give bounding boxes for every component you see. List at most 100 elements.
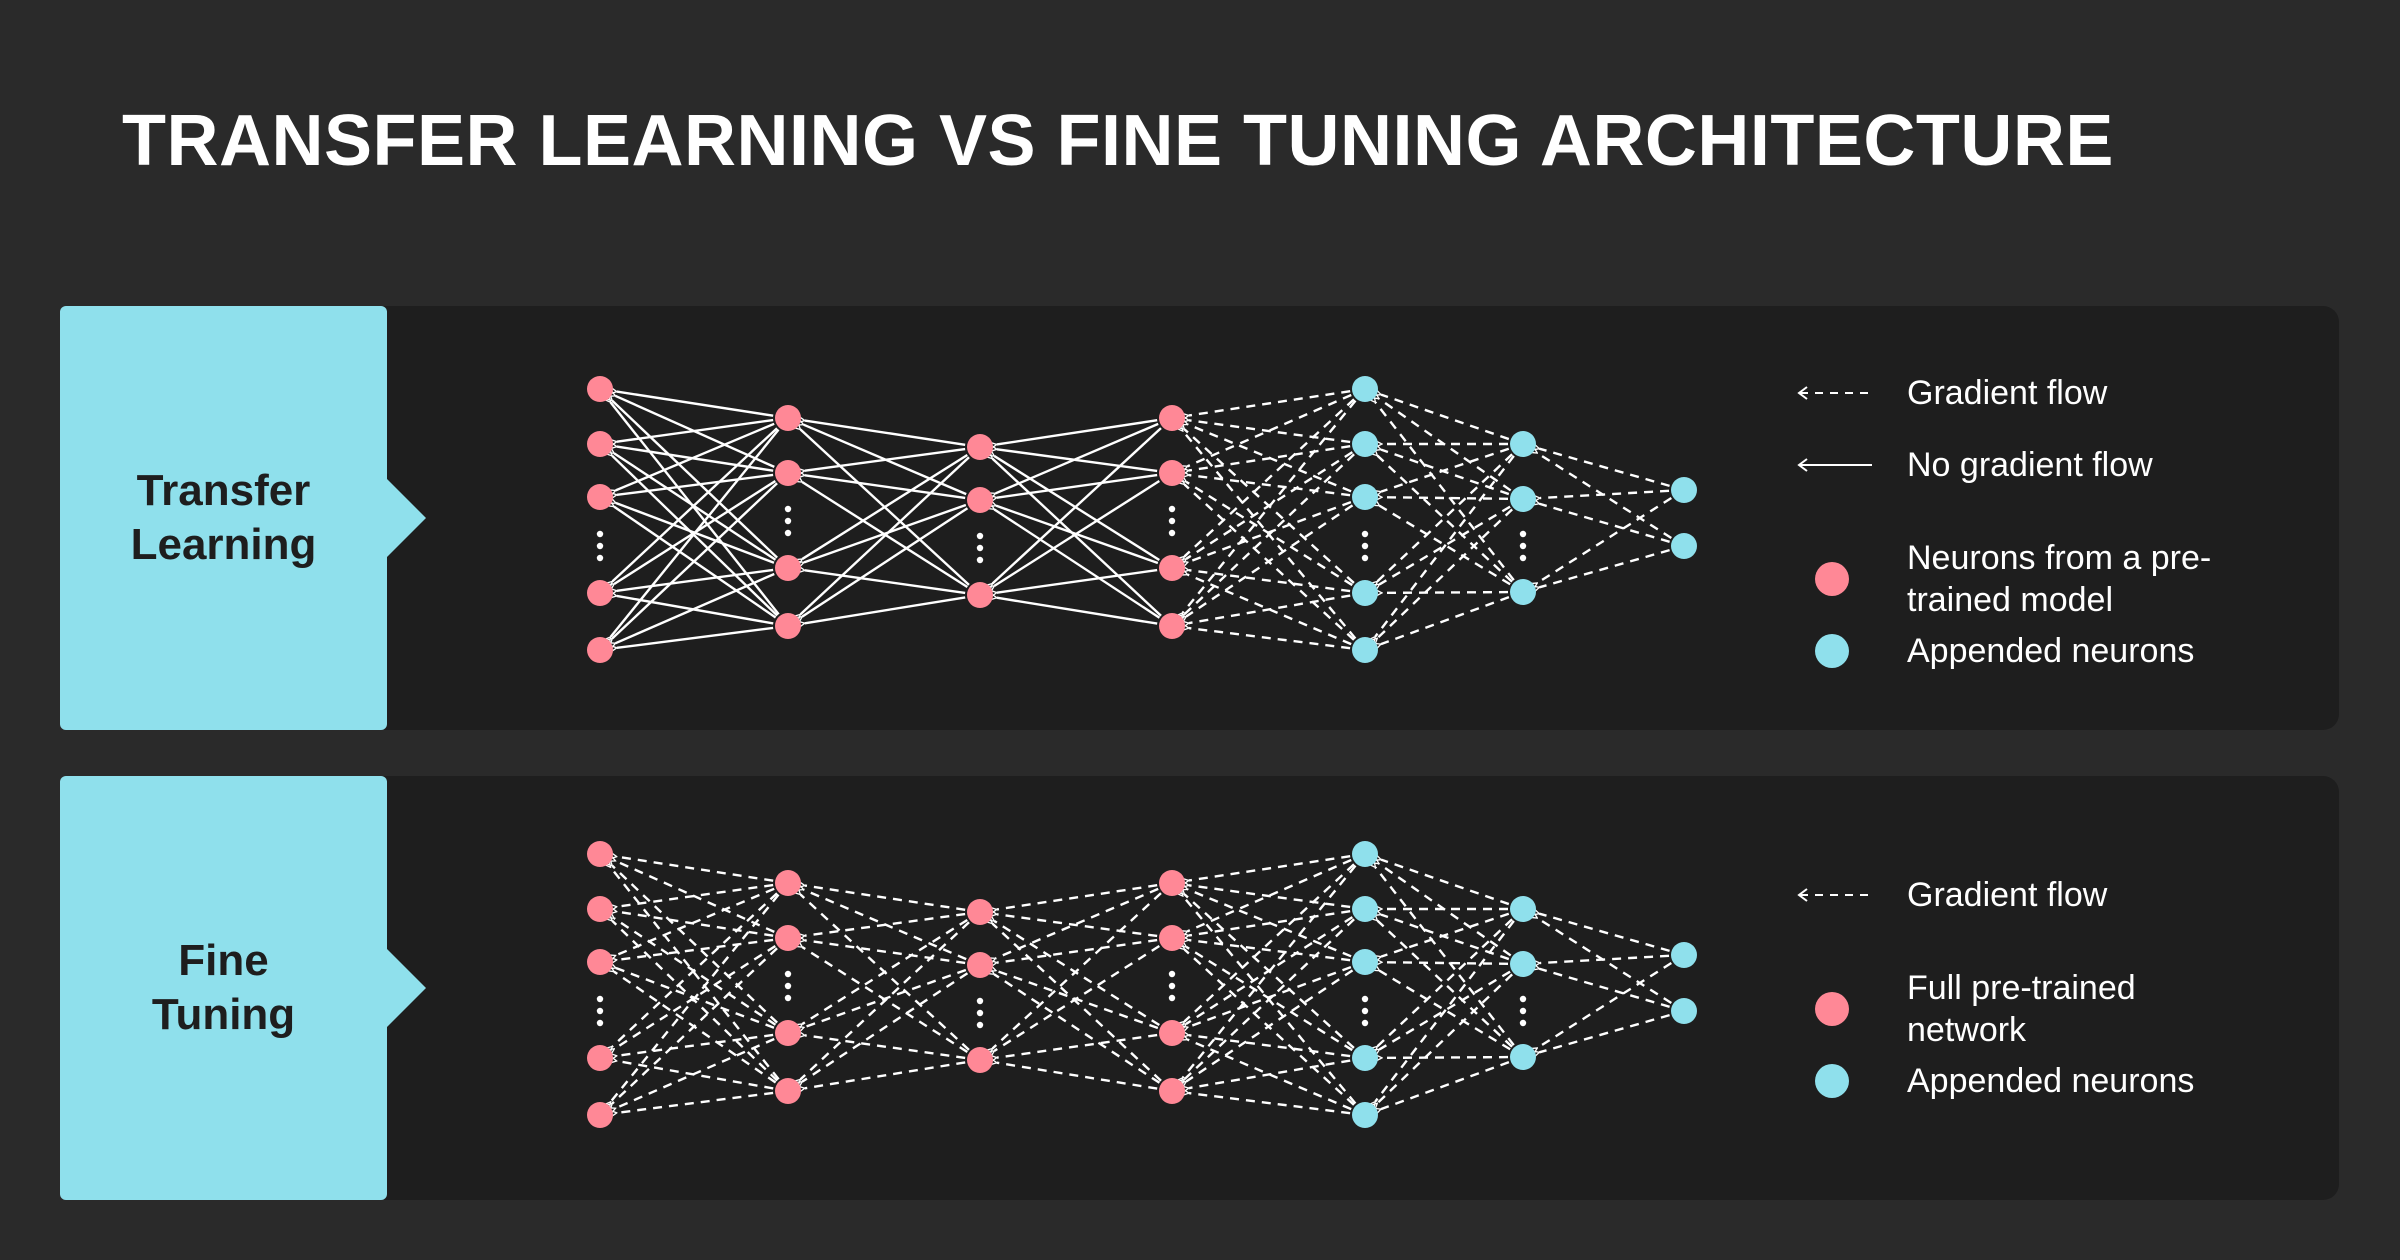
pretrained-neuron xyxy=(587,376,613,402)
appended-neuron xyxy=(1352,580,1378,606)
legend-label: Full pre-trained network xyxy=(1907,969,2136,1049)
appended-neuron xyxy=(1352,1102,1378,1128)
legend-label: Neurons from a pre-trained model xyxy=(1907,539,2212,619)
gradient-flow-edge xyxy=(614,918,777,1026)
gradient-flow-edge xyxy=(1539,548,1670,587)
no-gradient-flow-edge xyxy=(805,447,966,471)
no-gradient-flow-edge xyxy=(616,422,775,491)
ellipsis-dot xyxy=(1168,505,1176,513)
no-gradient-flow-edge xyxy=(994,480,1160,586)
gradient-flow-edge xyxy=(1379,399,1512,492)
gradient-flow-edge xyxy=(612,866,778,1024)
ellipsis-dot xyxy=(1519,1019,1527,1027)
ellipsis-dot xyxy=(596,1007,604,1015)
transfer-learning-panel: Transfer Learning xyxy=(60,306,2339,730)
gradient-flow-edge xyxy=(617,938,774,960)
appended-neuron xyxy=(1352,949,1378,975)
pretrained-neuron xyxy=(775,555,801,581)
pretrained-neuron-icon xyxy=(1795,562,1907,596)
no-gradient-flow-edge xyxy=(617,418,774,442)
gradient-flow-edge xyxy=(1540,489,1670,498)
gradient-flow-edge xyxy=(616,887,775,956)
gradient-flow-edge xyxy=(1189,570,1351,593)
gradient-flow-edge xyxy=(1375,455,1515,637)
no-gradient-flow-edge xyxy=(617,392,774,417)
network-area xyxy=(360,306,2339,730)
ellipsis-dot xyxy=(976,997,984,1005)
solid-arrow-icon xyxy=(1795,455,1907,475)
no-gradient-flow-edge xyxy=(994,456,1160,562)
gradient-flow-edge xyxy=(802,972,969,1081)
gradient-flow-edge xyxy=(1189,910,1351,935)
ellipsis-dot xyxy=(1519,542,1527,550)
no-gradient-flow-edge xyxy=(996,422,1159,493)
no-gradient-flow-edge xyxy=(612,482,778,638)
gradient-flow-edge xyxy=(1189,885,1351,909)
gradient-flow-edge xyxy=(1382,592,1509,593)
ellipsis-dot xyxy=(1168,982,1176,990)
appended-neuron xyxy=(1671,477,1697,503)
no-gradient-flow-edge xyxy=(804,503,967,562)
no-gradient-flow-edge xyxy=(805,475,966,500)
pretrained-neuron xyxy=(967,434,993,460)
no-gradient-flow-edge xyxy=(997,598,1158,625)
gradient-flow-edge xyxy=(992,892,1162,1048)
gradient-flow-edge xyxy=(1183,864,1357,1078)
gradient-flow-edge xyxy=(616,861,775,933)
panel-label: Fine Tuning xyxy=(151,936,296,1039)
pretrained-neuron xyxy=(967,952,993,978)
gradient-flow-edge xyxy=(1375,867,1515,1046)
no-gradient-flow-edge xyxy=(805,421,966,446)
ellipsis-dot xyxy=(1361,530,1369,538)
gradient-flow-edge xyxy=(1382,497,1509,499)
gradient-flow-edge xyxy=(1539,504,1670,543)
legend-item: No gradient flow xyxy=(1795,444,2153,486)
pretrained-neuron xyxy=(1159,1020,1185,1046)
no-gradient-flow-edge xyxy=(805,596,966,623)
gradient-flow-edge xyxy=(1381,447,1510,492)
legend-item: Appended neurons xyxy=(1795,1060,2194,1102)
appended-neuron xyxy=(1352,1045,1378,1071)
gradient-flow-edge xyxy=(617,857,774,882)
gradient-flow-edge xyxy=(611,893,780,1102)
appended-neuron-icon xyxy=(1795,1064,1907,1098)
gradient-flow-edge xyxy=(1375,402,1515,581)
pretrained-neuron xyxy=(1159,925,1185,951)
gradient-flow-edge xyxy=(1537,918,1672,1004)
ellipsis-dot xyxy=(976,1021,984,1029)
gradient-flow-edge xyxy=(997,1063,1158,1090)
appended-neuron xyxy=(1510,431,1536,457)
legend-label: Gradient flow xyxy=(1907,876,2108,914)
ellipsis-dot xyxy=(976,532,984,540)
gradient-flow-edge xyxy=(1537,962,1672,1048)
gradient-flow-edge xyxy=(1188,393,1352,466)
gradient-flow-edge xyxy=(994,921,1160,1027)
no-gradient-flow-edge xyxy=(800,456,970,614)
gradient-flow-edge xyxy=(1183,399,1357,613)
ellipsis-dot xyxy=(596,554,604,562)
appended-neuron xyxy=(1671,998,1697,1024)
gradient-flow-edge xyxy=(1188,858,1352,931)
gradient-flow-edge xyxy=(992,924,1162,1082)
ellipsis-dot xyxy=(976,1009,984,1017)
pretrained-neuron xyxy=(775,870,801,896)
gradient-flow-edge xyxy=(1189,940,1351,962)
legend-item: Appended neurons xyxy=(1795,630,2194,672)
ellipsis-dot xyxy=(1361,554,1369,562)
gradient-flow-edge xyxy=(805,886,966,911)
gradient-flow-edge xyxy=(994,974,1161,1084)
pretrained-neuron xyxy=(775,613,801,639)
pretrained-neuron xyxy=(967,899,993,925)
appended-neuron xyxy=(1510,896,1536,922)
gradient-flow-edge xyxy=(1539,969,1670,1008)
gradient-flow-edge xyxy=(1381,450,1510,496)
pretrained-neuron xyxy=(587,580,613,606)
pretrained-neuron xyxy=(1159,613,1185,639)
no-gradient-flow-edge xyxy=(802,507,969,616)
ellipsis-dot xyxy=(596,1019,604,1027)
legend-item: Neurons from a pre-trained model xyxy=(1795,537,2237,621)
ellipsis-dot xyxy=(1168,994,1176,1002)
legend-label: Appended neurons xyxy=(1907,632,2195,670)
appended-neuron xyxy=(1352,637,1378,663)
no-gradient-flow-edge xyxy=(612,456,779,617)
